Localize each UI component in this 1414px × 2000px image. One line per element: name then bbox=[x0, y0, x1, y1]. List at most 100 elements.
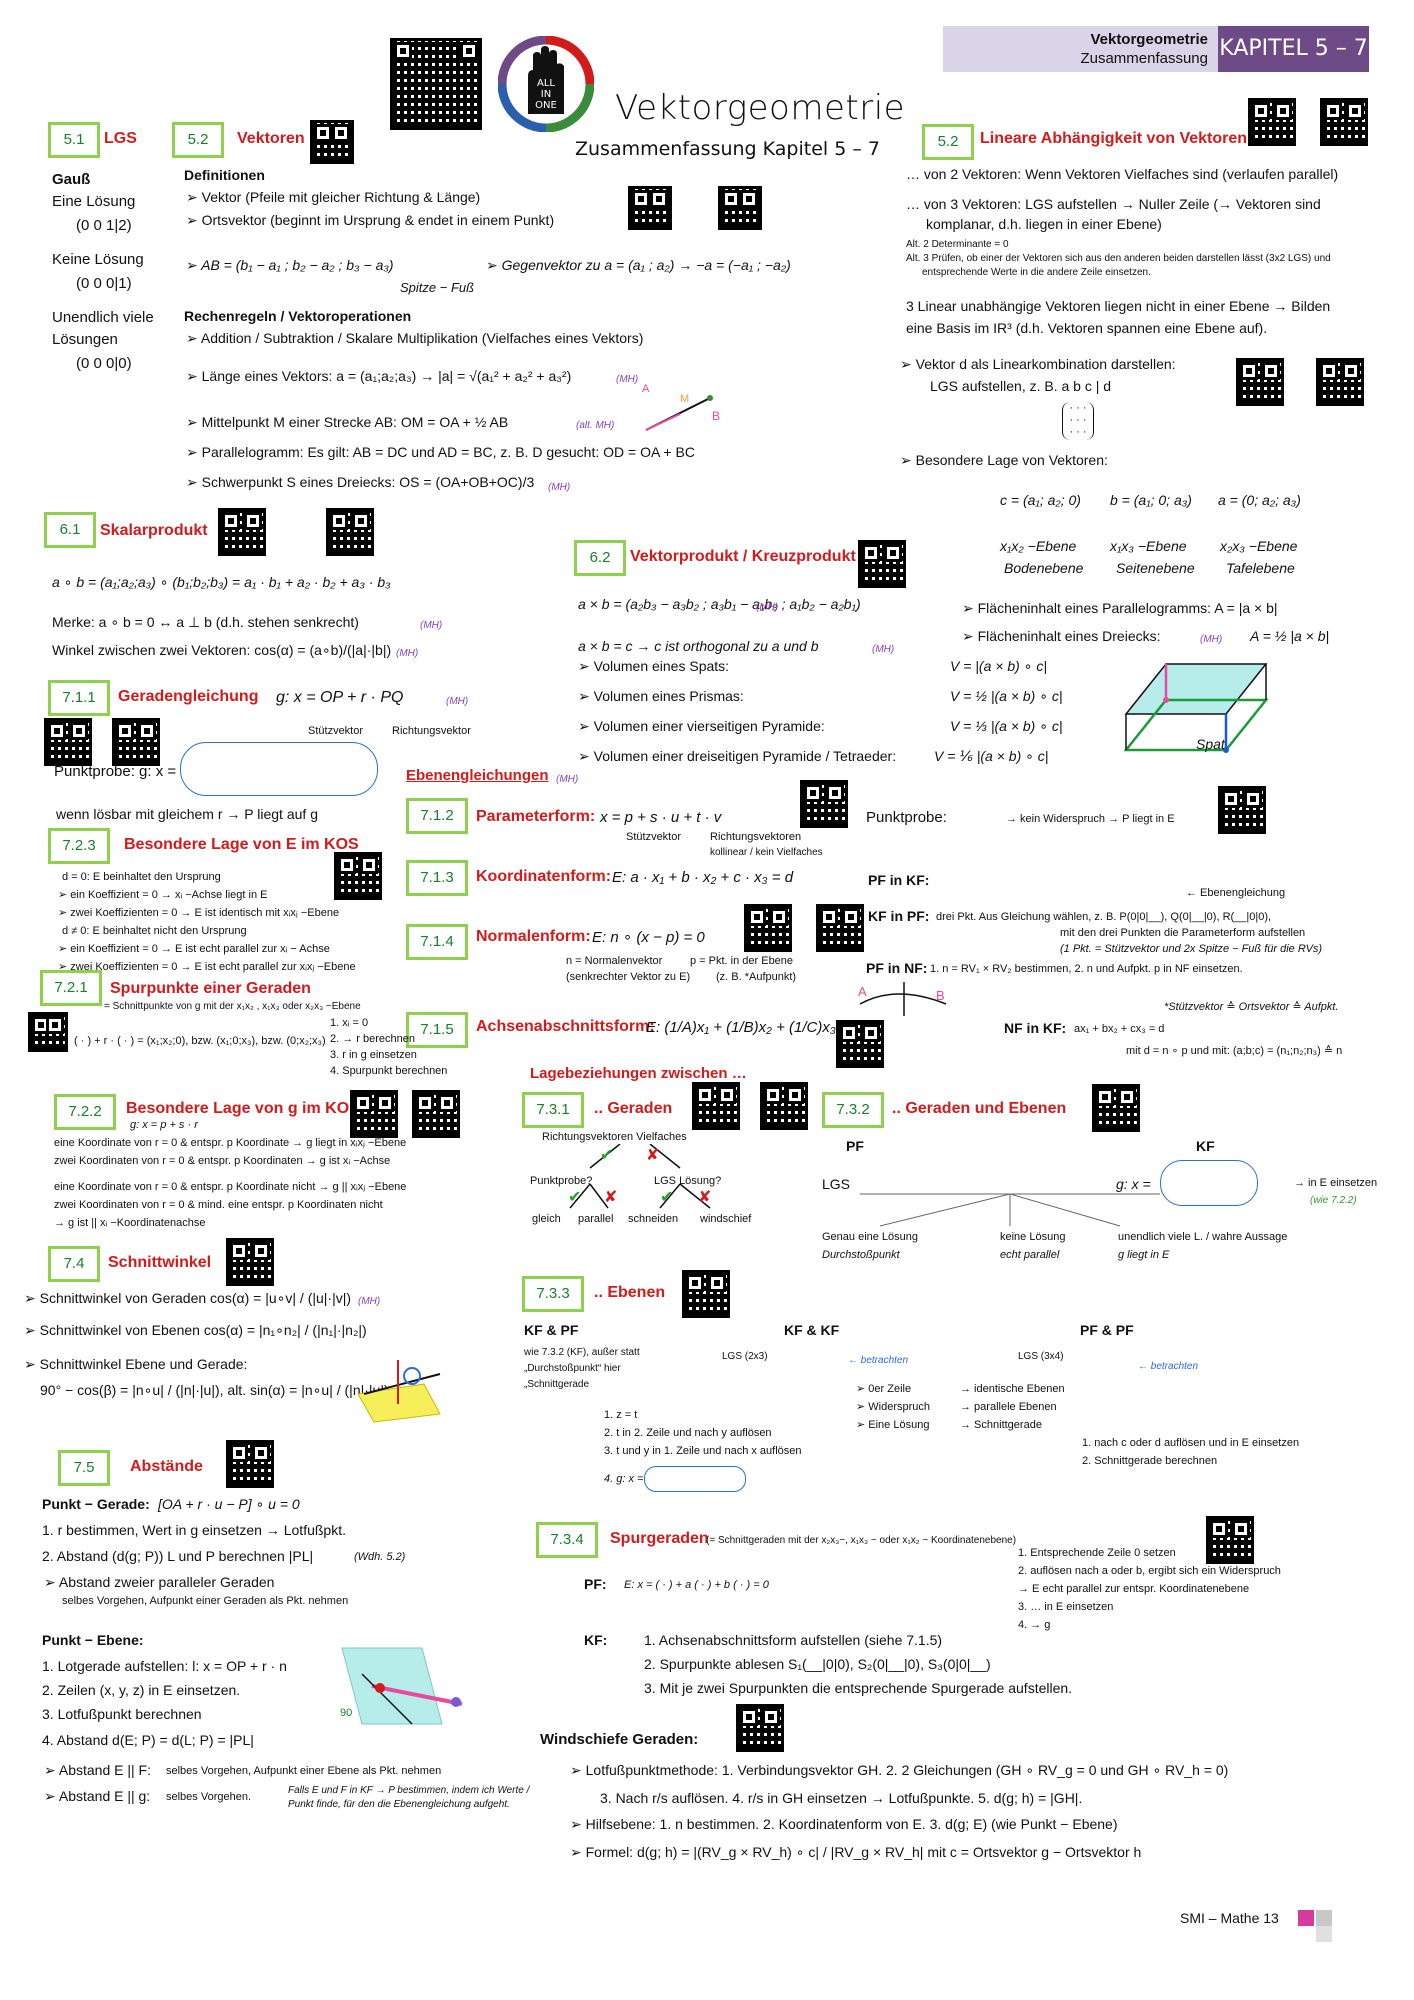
mh-label-angle: (MH) bbox=[396, 648, 419, 659]
plane-case-5: ein Koeffizient = 0 → E ist echt paralle… bbox=[58, 942, 330, 956]
outcome-no-solution: keine Lösung bbox=[1000, 1231, 1066, 1243]
qr-code-trace[interactable] bbox=[28, 1012, 68, 1052]
svg-text:✔: ✔ bbox=[600, 1147, 613, 1164]
section-title-planes: .. Ebenen bbox=[594, 1284, 666, 1301]
param-point-test-label: Punktprobe: bbox=[866, 809, 947, 826]
planes-heading: Ebenengleichungen bbox=[406, 767, 549, 784]
qr-code-trace-lines[interactable] bbox=[1206, 1516, 1254, 1564]
svg-text:✔: ✔ bbox=[660, 1189, 673, 1206]
section-title-lines-planes: .. Geraden und Ebenen bbox=[892, 1100, 1067, 1117]
kf-pf-note-3: „Schnittgerade bbox=[524, 1379, 590, 1390]
svg-text:✘: ✘ bbox=[646, 1147, 659, 1164]
qr-code-definitions-1[interactable] bbox=[628, 186, 672, 230]
lin-line-4: 3 Linear unabhängige Vektoren liegen nic… bbox=[906, 298, 1331, 314]
plane-case-1: d = 0: E beinhaltet den Ursprung bbox=[62, 871, 221, 883]
qr-code-param[interactable] bbox=[800, 780, 848, 828]
qr-code-lines-planes[interactable] bbox=[1092, 1084, 1140, 1132]
infinite-matrix: (0 0 0|0) bbox=[76, 355, 132, 372]
kf-kf-heading: KF & KF bbox=[784, 1322, 840, 1338]
mh-label-midpoint: (alt. MH) bbox=[576, 420, 615, 431]
qr-code-normal-1[interactable] bbox=[744, 904, 792, 952]
no-solution-matrix: (0 0 0|1) bbox=[76, 275, 132, 292]
qr-code-lin-1[interactable] bbox=[1248, 98, 1296, 146]
svg-text:B: B bbox=[712, 409, 720, 423]
qr-code-line-2[interactable] bbox=[112, 718, 160, 766]
parallel-lines-note: selbes Vorgehen, Aufpunkt einer Geraden … bbox=[62, 1595, 349, 1607]
result-skew: windschief bbox=[700, 1213, 752, 1225]
qr-code-intercept[interactable] bbox=[836, 1020, 884, 1068]
section-title-intercept-form: Achsenabschnittsform: bbox=[476, 1018, 655, 1035]
qr-code-lin-2[interactable] bbox=[1320, 98, 1368, 146]
qr-code-param-2[interactable] bbox=[1218, 786, 1266, 834]
outcome-line-in-plane: g liegt in E bbox=[1118, 1249, 1170, 1261]
planes-outcome-intersection-line: → Schnittgerade bbox=[960, 1419, 1042, 1431]
qr-code-angles[interactable] bbox=[226, 1238, 274, 1286]
qr-code-special-line-1[interactable] bbox=[350, 1090, 398, 1138]
pf-pf-step-1: 1. nach c oder d auflösen und in E einse… bbox=[1082, 1437, 1300, 1449]
param-form-equation: x = p + s · u + t · v bbox=[600, 809, 722, 826]
qr-code-main[interactable] bbox=[390, 38, 482, 130]
line-case-1: eine Koordinate von r = 0 & entspr. p Ko… bbox=[54, 1137, 407, 1149]
point-test-highlight bbox=[180, 742, 378, 796]
qr-code-normal-2[interactable] bbox=[816, 904, 864, 952]
plane-x2x3: x₂x₃ −Ebene bbox=[1220, 538, 1298, 554]
relations-heading: Lagebeziehungen zwischen … bbox=[530, 1065, 747, 1082]
point-line-step-1: 1. r bestimmen, Wert in g einsetzen → Lo… bbox=[42, 1522, 346, 1538]
planes-outcome-contradiction: Widerspruch bbox=[856, 1400, 930, 1414]
rule-midpoint: Mittelpunkt M einer Strecke AB: OM = OA … bbox=[186, 412, 509, 432]
point-plane-step-3: 3. Lotfußpunkt berechnen bbox=[42, 1706, 202, 1722]
infinite-label-1: Unendlich viele bbox=[52, 309, 154, 326]
qr-code-line-1[interactable] bbox=[44, 718, 92, 766]
qr-code-cross[interactable] bbox=[858, 540, 906, 588]
qr-code-special-line-2[interactable] bbox=[412, 1090, 460, 1138]
footer-square-grey-1 bbox=[1316, 1910, 1332, 1926]
point-line-step-2-note: (Wdh. 5.2) bbox=[354, 1551, 406, 1563]
result-equal: gleich bbox=[532, 1213, 561, 1225]
spitze-fuss-label: Spitze − Fuß bbox=[400, 280, 475, 295]
section-number-7-3-1: 7.3.1 bbox=[522, 1092, 584, 1128]
cross-orthogonal: a × b = c → c ist orthogonal zu a und b bbox=[578, 638, 819, 654]
normal-vector-label: n = Normalenvektor bbox=[566, 955, 663, 967]
qr-code-distances[interactable] bbox=[226, 1440, 274, 1488]
all-in-one-logo: ALL IN ONE bbox=[497, 35, 595, 133]
line-equation-kf: g: x = bbox=[1116, 1176, 1151, 1192]
qr-code-lines-1[interactable] bbox=[692, 1082, 740, 1130]
section-number-7-3-4: 7.3.4 bbox=[536, 1522, 598, 1558]
qr-code-definitions-2[interactable] bbox=[718, 186, 762, 230]
trace-step-3: 3. r in g einsetzen bbox=[330, 1049, 417, 1061]
qr-code-dot-1[interactable] bbox=[218, 508, 266, 556]
lgs-3x4-label: LGS (3x4) bbox=[1018, 1351, 1064, 1362]
qr-code-skew[interactable] bbox=[736, 1704, 784, 1752]
lgs-label: LGS bbox=[822, 1176, 851, 1192]
qr-code-lin-4[interactable] bbox=[1316, 358, 1364, 406]
skew-method-1: Lotfußpunktmethode: 1. Verbindungsvektor… bbox=[570, 1760, 1229, 1780]
qr-code-vektoren[interactable] bbox=[310, 120, 354, 164]
volume-prism-label: Volumen eines Prismas: bbox=[578, 686, 744, 706]
plane-line-highlight bbox=[644, 1466, 746, 1492]
qr-code-special-plane[interactable] bbox=[334, 852, 382, 900]
qr-code-lines-2[interactable] bbox=[760, 1082, 808, 1130]
qr-code-dot-2[interactable] bbox=[326, 508, 374, 556]
lin-line-2: … von 3 Vektoren: LGS aufstellen → Nulle… bbox=[906, 196, 1321, 212]
section-title-normal-form: Normalenform: bbox=[476, 928, 591, 945]
trace-pf-step-3: 3. … in E einsetzen bbox=[1018, 1601, 1114, 1613]
section-title-distances: Abstände bbox=[130, 1458, 203, 1475]
header-bar: Vektorgeometrie Zusammenfassung KAPITEL … bbox=[943, 26, 1414, 72]
result-intersect: schneiden bbox=[628, 1213, 679, 1225]
section-number-5-2: 5.2 bbox=[172, 122, 224, 158]
qr-code-planes[interactable] bbox=[682, 1270, 730, 1318]
logo-text-3: ONE bbox=[535, 100, 557, 111]
dot-product-formula: a ∘ b = (a₁;a₂;a₃) ∘ (b₁;b₂;b₃) = a₁ · b… bbox=[52, 574, 391, 590]
lin-line-3: komplanar, d.h. liegen in einer Ebene) bbox=[926, 216, 1162, 232]
svg-text:A: A bbox=[858, 984, 867, 999]
section-number-7-4: 7.4 bbox=[48, 1246, 100, 1282]
angle-formula: Winkel zwischen zwei Vektoren: cos(α) = … bbox=[52, 642, 392, 658]
mh-label-orth: (MH) bbox=[872, 644, 895, 655]
section-number-7-3-3: 7.3.3 bbox=[522, 1276, 584, 1312]
svg-text:✔: ✔ bbox=[568, 1189, 581, 1206]
trace-kf-step-3: 3. Mit je zwei Spurpunkten die entsprech… bbox=[644, 1680, 1073, 1696]
qr-code-lin-3[interactable] bbox=[1236, 358, 1284, 406]
plane-x1x2: x₁x₂ −Ebene bbox=[1000, 538, 1077, 554]
step-t-y-row-1: 3. t und y in 1. Zeile und nach x auflös… bbox=[604, 1445, 802, 1457]
mh-label-centroid: (MH) bbox=[548, 482, 571, 493]
